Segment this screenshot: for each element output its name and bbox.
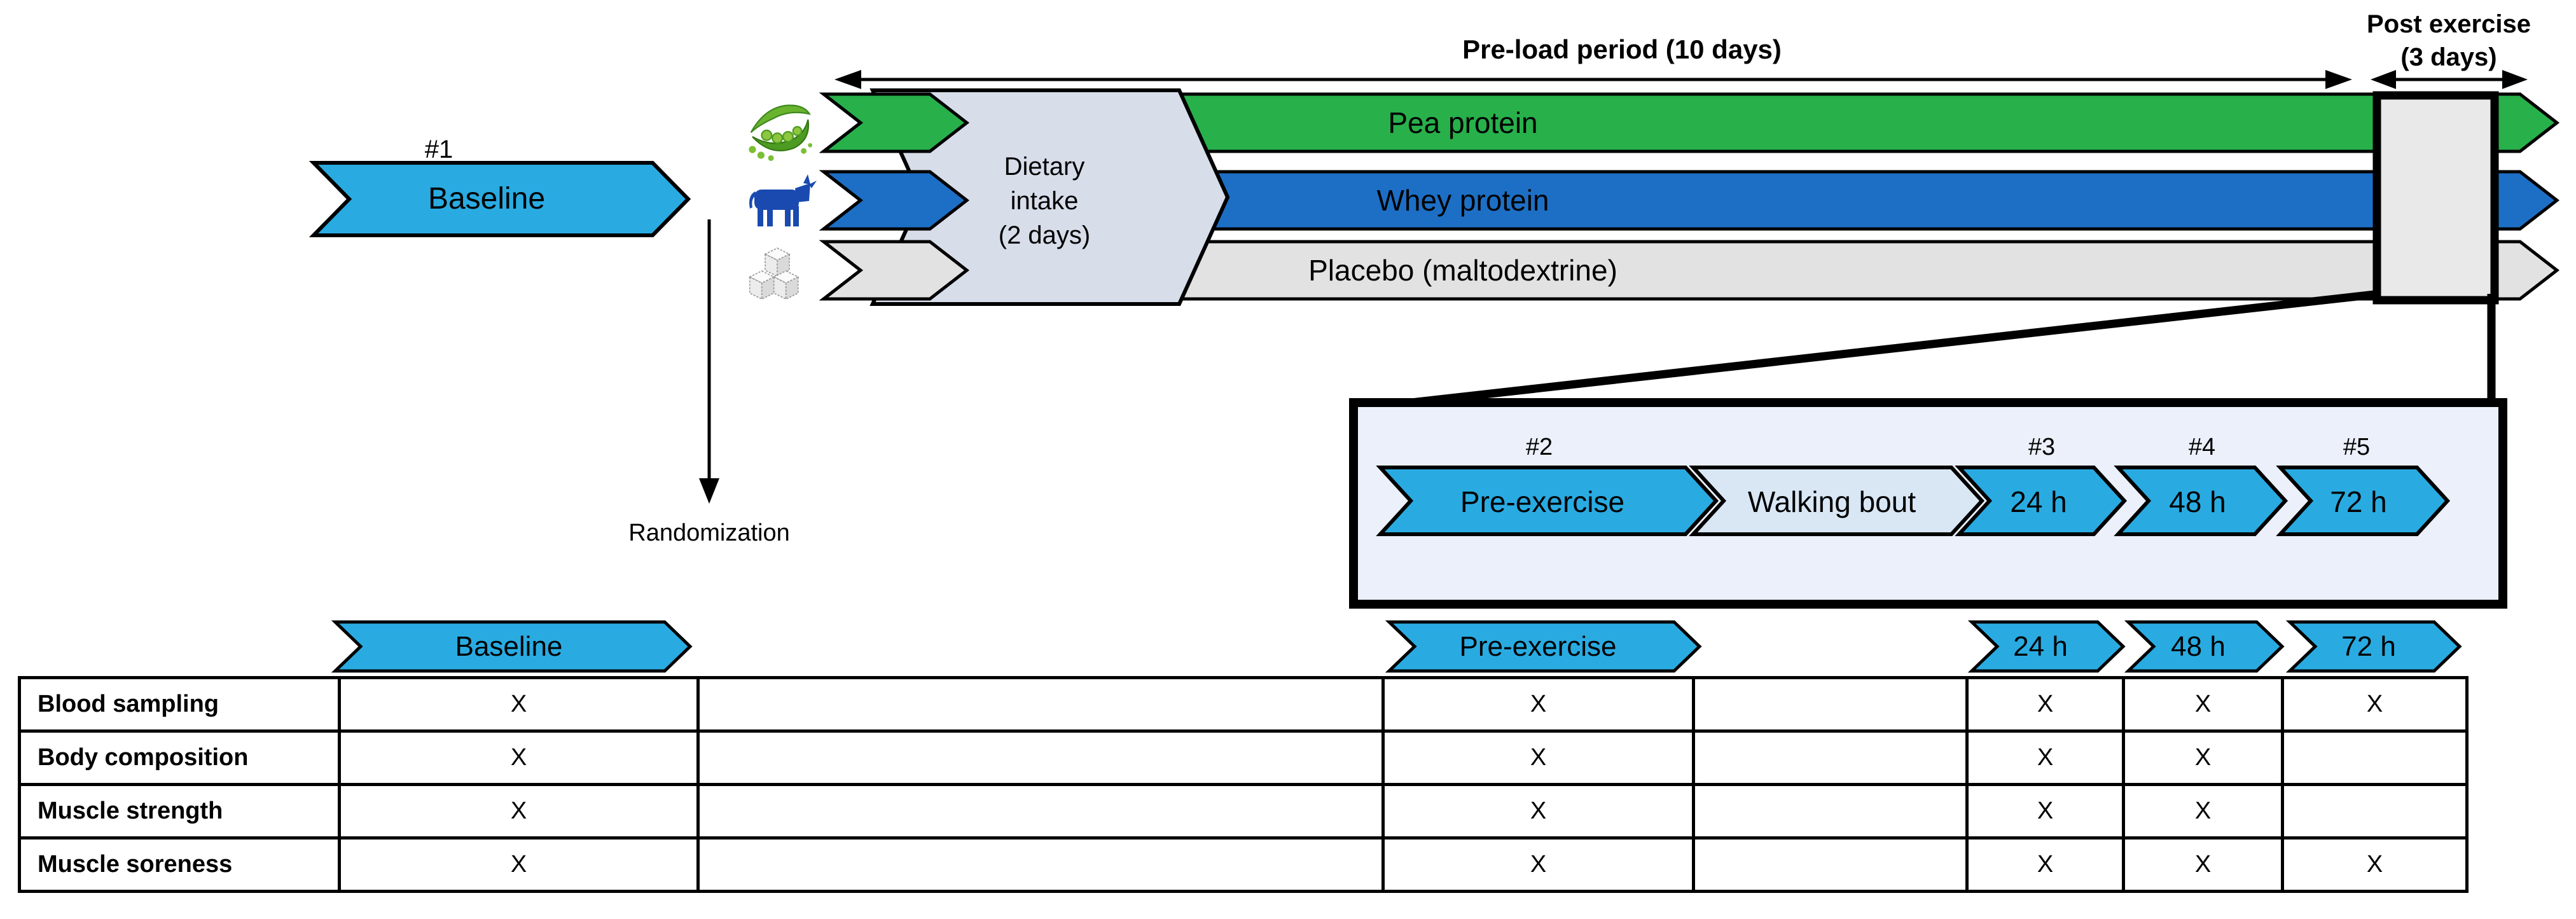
- timeline-label-baseline: Baseline: [455, 631, 563, 662]
- row-label: Muscle strength: [18, 783, 341, 840]
- step-walking-bout-chevron: [1689, 466, 1985, 536]
- randomization-label: Randomization: [628, 520, 790, 546]
- baseline-chevron: [308, 161, 691, 237]
- cell-24h: X: [1965, 783, 2125, 840]
- cell-48h: X: [2122, 836, 2284, 893]
- cell-baseline: X: [338, 729, 700, 786]
- cell-72h: X: [2281, 676, 2469, 733]
- cell-pre-exercise: X: [1381, 729, 1695, 786]
- cell-gap2: [1692, 729, 1969, 786]
- cell-baseline: X: [338, 783, 700, 840]
- timeline-label-48h: 48 h: [2171, 631, 2226, 662]
- cell-gap1: [696, 836, 1385, 893]
- cell-48h: X: [2122, 783, 2284, 840]
- cell-baseline: X: [338, 836, 700, 893]
- step-number-2: #2: [1525, 434, 1553, 460]
- timeline-label-72h: 72 h: [2341, 631, 2396, 662]
- cell-baseline: X: [338, 676, 700, 733]
- cell-pre-exercise: X: [1381, 783, 1695, 840]
- baseline-label: Baseline: [427, 182, 546, 216]
- timeline-label-pre-exercise: Pre-exercise: [1459, 631, 1617, 662]
- cell-gap2: [1692, 836, 1969, 893]
- table-row-muscle-strength: Muscle strength X X X X: [18, 783, 2469, 840]
- randomization-arrow: [699, 219, 719, 504]
- step-number-4: #4: [2188, 434, 2216, 460]
- cell-gap2: [1692, 676, 1969, 733]
- cell-24h: X: [1965, 729, 2125, 786]
- table-row-blood-sampling: Blood sampling X X X X X: [18, 676, 2469, 733]
- cell-72h: [2281, 729, 2469, 786]
- step-pre-exercise-chevron: [1376, 466, 1719, 536]
- cell-48h: X: [2122, 729, 2284, 786]
- arm-tail-placebo: [819, 240, 970, 301]
- step-24h-chevron: [1955, 466, 2128, 536]
- step-label-24h: 24 h: [2010, 485, 2067, 518]
- step-72h-chevron: [2276, 466, 2451, 536]
- sugar-cubes-icon: [748, 247, 800, 300]
- post-exercise-arrow: [2371, 70, 2528, 89]
- row-label: Body composition: [18, 729, 341, 786]
- row-label: Blood sampling: [18, 676, 341, 733]
- pea-icon: [749, 104, 813, 162]
- arm-tail-whey: [819, 170, 970, 231]
- timeline-pre-exercise-chevron: [1385, 620, 1702, 673]
- timeline-24h-chevron: [1967, 620, 2126, 673]
- arm-label-placebo: Placebo (maltodextrine): [1308, 254, 1617, 287]
- cell-gap2: [1692, 783, 1969, 840]
- timeline-72h-chevron: [2285, 620, 2462, 673]
- preload-period-label: Pre-load period (10 days): [1462, 34, 1782, 64]
- cell-gap1: [696, 676, 1385, 733]
- timeline-48h-chevron: [2124, 620, 2285, 673]
- post-exercise-window-rect: [2372, 91, 2499, 305]
- table-row-body-composition: Body composition X X X X: [18, 729, 2469, 786]
- cell-pre-exercise: X: [1381, 676, 1695, 733]
- step-48h-chevron: [2114, 466, 2289, 536]
- cow-icon: [749, 174, 817, 226]
- row-label: Muscle soreness: [18, 836, 341, 893]
- inset-connector-left: [1359, 289, 2381, 413]
- post-exercise-label-line1: Post exercise: [2367, 10, 2531, 38]
- step-label-pre-exercise: Pre-exercise: [1460, 485, 1625, 518]
- arm-label-whey: Whey protein: [1376, 184, 1549, 217]
- cell-24h: X: [1965, 676, 2125, 733]
- arm-tail-pea: [819, 92, 970, 153]
- cell-gap1: [696, 729, 1385, 786]
- measurements-table: Blood sampling X X X X X Body compositio…: [18, 676, 2469, 893]
- cell-gap1: [696, 783, 1385, 840]
- baseline-number: #1: [424, 135, 454, 163]
- step-label-72h: 72 h: [2330, 485, 2387, 518]
- post-exercise-label-line2: (3 days): [2400, 43, 2497, 71]
- dietary-intake-line3: (2 days): [998, 221, 1091, 249]
- step-number-5: #5: [2343, 434, 2371, 460]
- cell-pre-exercise: X: [1381, 836, 1695, 893]
- timeline-label-24h: 24 h: [2013, 631, 2068, 662]
- cell-48h: X: [2122, 676, 2284, 733]
- cell-72h: [2281, 783, 2469, 840]
- dietary-intake-line1: Dietary: [1004, 153, 1085, 181]
- step-number-3: #3: [2028, 434, 2056, 460]
- arm-label-pea: Pea protein: [1388, 106, 1538, 139]
- cell-72h: X: [2281, 836, 2469, 893]
- step-label-48h: 48 h: [2169, 485, 2226, 518]
- cell-24h: X: [1965, 836, 2125, 893]
- dietary-intake-line2: intake: [1010, 187, 1079, 215]
- table-row-muscle-soreness: Muscle soreness X X X X X: [18, 836, 2469, 893]
- step-label-walking-bout: Walking bout: [1747, 485, 1916, 518]
- timeline-baseline-chevron: [331, 620, 693, 673]
- preload-period-arrow: [834, 70, 2352, 89]
